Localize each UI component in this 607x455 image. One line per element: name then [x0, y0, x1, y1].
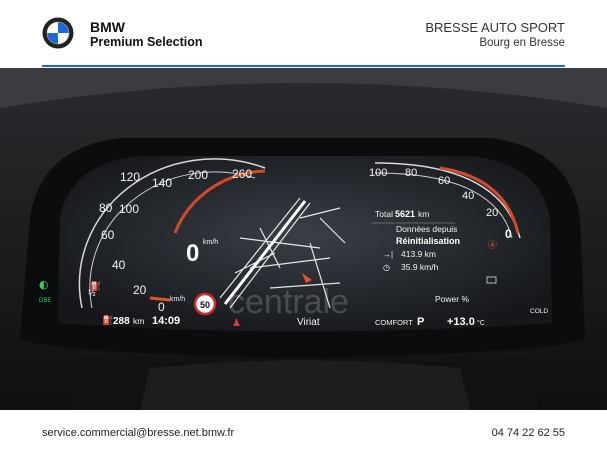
speed-unit: km/h [203, 239, 218, 246]
brand-subtitle: Premium Selection [90, 35, 203, 49]
tacho-tick: 40 [462, 190, 474, 202]
navigation-arrow-icon [302, 273, 312, 283]
speedo-tick: 60 [101, 228, 115, 242]
dealer-city: Bourg en Bresse [479, 37, 565, 49]
speedo-tick: 120 [120, 170, 140, 184]
speed-value: 0 [186, 240, 199, 267]
speedo-tick: 140 [152, 176, 172, 190]
seatbelt-warning-icon: ♟ [232, 318, 241, 329]
clock-time: 14:09 [152, 315, 180, 327]
battery-icon [486, 276, 497, 284]
fuel-range-icon: ⛽ [102, 314, 113, 325]
speedo-tick: 260 [232, 167, 252, 181]
svg-text:DBE: DBE [39, 298, 51, 304]
speedo-tick: 100 [119, 202, 139, 216]
speedo-tick: 40 [112, 258, 126, 272]
bottom-status-bar: ⛽ 288 km 14:09 50 ♟ Viriat COMFORT P +13… [102, 292, 485, 329]
tacho-tick: 20 [486, 207, 498, 219]
brand-name: BMW [90, 19, 125, 35]
header-divider [42, 65, 565, 67]
odometer-icon: →| [383, 250, 393, 259]
dealer-name: BRESSE AUTO SPORT [425, 20, 565, 35]
range-unit: km [133, 316, 144, 326]
speedometer: 0 20 40 60 80 100 120 140 200 260 0 km/h… [78, 158, 266, 314]
location-name: Viriat [297, 317, 320, 328]
headlight-icon: ◐ [39, 278, 49, 291]
range-value: 288 [113, 316, 130, 327]
reset-label: Réinitialisation [396, 236, 460, 246]
tacho-tick: 60 [438, 175, 450, 187]
header: BMW Premium Selection BRESSE AUTO SPORT … [0, 0, 607, 64]
speed-unit-small: km/h [170, 296, 185, 303]
temperature-unit: °C [477, 319, 485, 327]
speedo-tick: 80 [99, 201, 113, 215]
footer: service.commercial@bresse.net.bmw.fr 04 … [0, 410, 607, 455]
footer-phone[interactable]: 04 74 22 62 55 [491, 427, 565, 439]
fuel-pump-icon: ⛽ [90, 280, 101, 292]
tacho-tick: 80 [405, 167, 417, 179]
power-label: Power % [435, 294, 469, 304]
auto-start-stop-icon: Ⓐ [488, 240, 497, 250]
navigation-map [219, 197, 346, 309]
tachometer: 100 80 60 40 20 0 Ⓐ Power % COLD [369, 162, 548, 315]
speed-limit-value: 50 [200, 300, 210, 310]
speedo-tick: 0 [158, 300, 165, 314]
gear-indicator: P [417, 316, 424, 328]
clock-icon: ◷ [383, 263, 390, 272]
total-label: Total [375, 209, 393, 219]
drive-mode: COMFORT [375, 318, 413, 327]
tacho-tick: 100 [369, 167, 387, 179]
total-value: 5621 [395, 209, 415, 219]
bmw-logo-icon [42, 17, 74, 49]
left-indicators: ◐ DBE ⛽ ½ [39, 278, 101, 304]
speedo-needle [149, 296, 171, 302]
watermark-text: centrale [228, 283, 349, 321]
consumption-value: 413.9 km [401, 249, 436, 259]
footer-email[interactable]: service.commercial@bresse.net.bmw.fr [42, 427, 235, 439]
fuel-half: ½ [88, 288, 96, 298]
instrument-cluster-photo: 0 20 40 60 80 100 120 140 200 260 0 km/h… [0, 68, 607, 410]
speedo-tick: 200 [188, 168, 208, 182]
avg-speed-value: 35.9 km/h [401, 262, 439, 272]
speed-limit-sign [193, 292, 217, 316]
cold-label: COLD [530, 308, 548, 315]
total-unit: km [418, 209, 429, 219]
speedo-tick: 20 [133, 283, 147, 297]
tacho-tick: 0 [505, 227, 512, 241]
trip-info-panel: Total 5621 km Données depuis Réinitialis… [372, 209, 460, 272]
since-label: Données depuis [396, 224, 457, 234]
instrument-cluster: 0 20 40 60 80 100 120 140 200 260 0 km/h… [0, 68, 607, 410]
outside-temperature: +13.0 [447, 316, 475, 328]
